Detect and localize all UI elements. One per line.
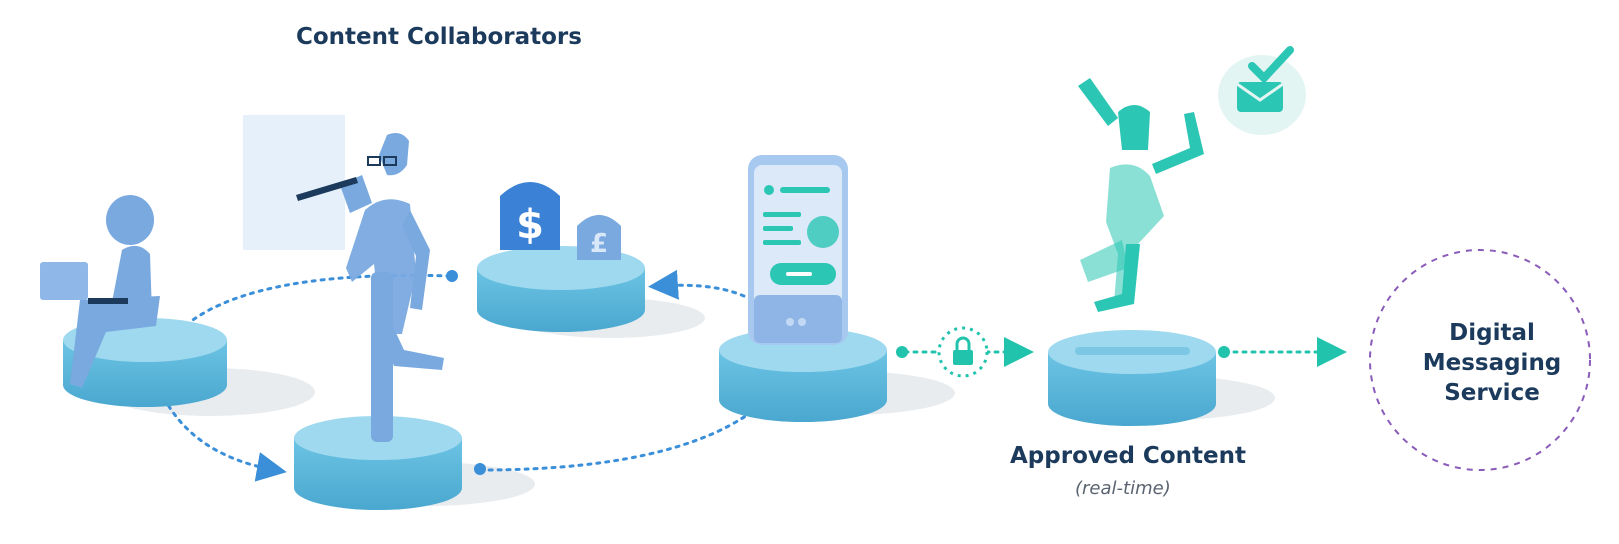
realtime-label: (real-time) bbox=[1075, 478, 1171, 499]
figure-writer bbox=[296, 133, 444, 442]
pound-coin-icon: £ bbox=[577, 215, 621, 260]
digital-messaging-service-label: Digital Messaging Service bbox=[1382, 318, 1602, 408]
phone-device bbox=[748, 155, 848, 345]
service-line-2: Messaging bbox=[1422, 350, 1562, 376]
platform-approved bbox=[1048, 330, 1216, 426]
whiteboard bbox=[243, 115, 345, 250]
dollar-coin-icon: $ bbox=[500, 182, 560, 250]
service-line-1: Digital bbox=[1449, 320, 1535, 346]
service-circle bbox=[1369, 249, 1591, 471]
platform-laptop bbox=[63, 318, 227, 407]
service-line-3: Service bbox=[1444, 380, 1540, 406]
content-collaborators-title: Content Collaborators bbox=[296, 24, 582, 50]
arrow-laptop-to-bottom bbox=[158, 388, 287, 482]
dollar-symbol: $ bbox=[516, 202, 544, 248]
lock-icon bbox=[937, 326, 989, 378]
figure-celebrating bbox=[1078, 78, 1204, 312]
arrow-phone-to-coins bbox=[648, 269, 754, 302]
pound-symbol: £ bbox=[590, 229, 608, 259]
approved-message-icon bbox=[1218, 46, 1306, 135]
figure-laptop-user bbox=[40, 195, 160, 388]
approved-content-text: Approved Content bbox=[1010, 443, 1246, 469]
